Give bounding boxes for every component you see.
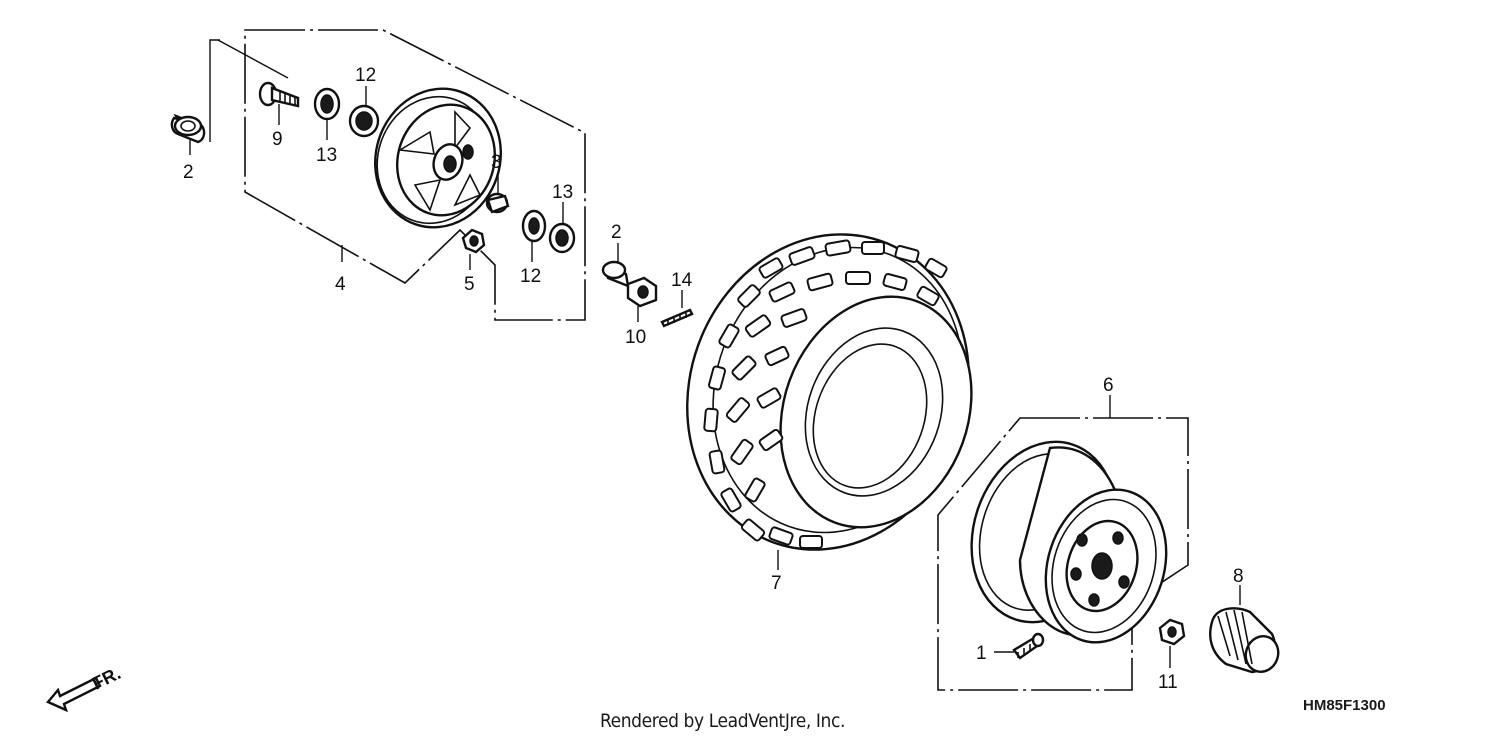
callout-12-lower: 12	[520, 266, 541, 287]
collar-part-3	[485, 192, 510, 214]
callout-4: 4	[335, 274, 346, 295]
wheel-nut-part-11	[1158, 618, 1186, 646]
collar-part-2-right	[601, 260, 630, 288]
hub-assembly-outline	[209, 29, 586, 321]
diagram-code: HM85F1300	[1303, 697, 1386, 714]
callout-9: 9	[272, 129, 283, 150]
callout-labels: 1 2 2 3 4 5 6 7 8 9 10 11 12 12 13 13 14	[183, 65, 1244, 693]
cotter-pin-part-14	[660, 308, 694, 328]
callout-10: 10	[625, 327, 646, 348]
callout-5: 5	[464, 274, 475, 295]
callout-7: 7	[771, 573, 782, 594]
callout-13-upper: 13	[316, 145, 337, 166]
castle-nut-part-10	[626, 276, 658, 308]
callout-6: 6	[1103, 375, 1114, 396]
valve-stem-part-1	[1012, 632, 1045, 660]
footer-credit: Rendered by LeadVentJre, Inc.	[600, 710, 845, 732]
oil-seal-part-13-upper	[313, 87, 341, 121]
callout-14: 14	[671, 270, 693, 291]
callout-8: 8	[1233, 566, 1244, 587]
oil-seal-part-13-lower	[548, 222, 576, 254]
hub-part-4	[373, 87, 503, 229]
callout-2-right: 2	[611, 222, 622, 243]
callout-12-upper: 12	[355, 65, 376, 86]
hub-cap-part-8	[1209, 607, 1280, 674]
leader-lines	[189, 86, 1241, 668]
bearing-part-12-upper	[348, 104, 380, 138]
tire-part-7	[686, 233, 973, 551]
wheel-assembly-outline	[937, 417, 1189, 691]
callout-13-lower: 13	[552, 182, 573, 203]
bearing-part-12-lower	[521, 209, 547, 243]
collar-part-2-left	[170, 113, 206, 144]
bolt-part-9	[258, 81, 300, 108]
nut-part-5	[461, 228, 486, 254]
front-direction-arrow-icon: FR.	[46, 663, 124, 713]
callout-2-left: 2	[183, 162, 194, 183]
wheel-rim-part-6	[970, 440, 1168, 644]
callout-1: 1	[976, 643, 987, 664]
callout-11: 11	[1158, 672, 1178, 693]
callout-3: 3	[491, 152, 502, 173]
